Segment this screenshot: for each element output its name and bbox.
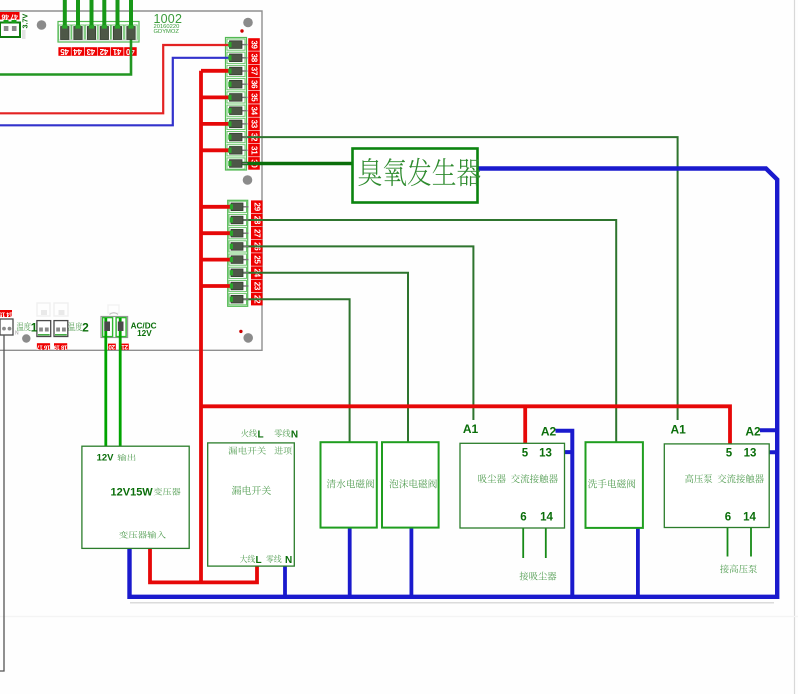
svg-text:29: 29 [252, 203, 261, 212]
svg-text:41: 41 [112, 47, 121, 56]
svg-text:AC/DC: AC/DC [131, 322, 157, 331]
svg-text:27: 27 [252, 229, 261, 238]
svg-text:A2: A2 [541, 425, 557, 439]
svg-text:45: 45 [60, 47, 69, 56]
svg-text:13: 13 [539, 448, 552, 460]
svg-text:6: 6 [725, 512, 731, 524]
svg-text:14 15: 14 15 [0, 311, 13, 317]
svg-text:GDYMOZ: GDYMOZ [154, 29, 180, 35]
svg-text:38: 38 [250, 54, 259, 63]
svg-text:39: 39 [250, 40, 259, 49]
svg-text:44: 44 [73, 47, 82, 56]
svg-text:L: L [256, 555, 262, 566]
svg-text:A1: A1 [671, 423, 687, 437]
svg-text:36: 36 [250, 80, 259, 89]
svg-text:2: 2 [82, 320, 89, 334]
svg-text:N: N [291, 430, 298, 441]
svg-text:1002: 1002 [154, 12, 183, 26]
svg-text:A1: A1 [463, 422, 479, 436]
svg-text:34: 34 [250, 106, 259, 115]
svg-text:1: 1 [31, 320, 38, 334]
svg-text:3.7V: 3.7V [21, 14, 30, 29]
svg-text:20160220: 20160220 [154, 24, 180, 30]
svg-text:5: 5 [726, 448, 733, 460]
svg-text:16 17: 16 17 [36, 344, 50, 350]
svg-text:N: N [15, 331, 19, 337]
svg-text:14: 14 [743, 512, 756, 524]
svg-text:35: 35 [250, 93, 259, 102]
svg-text:43: 43 [86, 47, 95, 56]
svg-text:12V: 12V [137, 329, 152, 338]
svg-text:12V: 12V [97, 453, 115, 464]
svg-text:A2: A2 [745, 424, 761, 438]
svg-text:6: 6 [520, 512, 526, 524]
svg-text:47 46: 47 46 [1, 12, 17, 19]
svg-text:12V15W: 12V15W [111, 487, 154, 499]
svg-text:42: 42 [99, 47, 108, 56]
svg-text:14: 14 [540, 512, 553, 524]
svg-text:23: 23 [252, 282, 261, 291]
svg-text:20: 20 [108, 343, 115, 350]
svg-text:13: 13 [744, 448, 757, 460]
svg-text:25: 25 [252, 255, 261, 264]
svg-text:21: 21 [121, 343, 128, 350]
svg-text:37: 37 [250, 67, 259, 76]
svg-text:31: 31 [250, 146, 259, 155]
svg-text:33: 33 [250, 120, 259, 129]
svg-text:L: L [258, 430, 264, 441]
svg-text:N: N [285, 555, 292, 566]
svg-text:5: 5 [522, 448, 529, 460]
svg-text:18 19: 18 19 [53, 344, 67, 350]
